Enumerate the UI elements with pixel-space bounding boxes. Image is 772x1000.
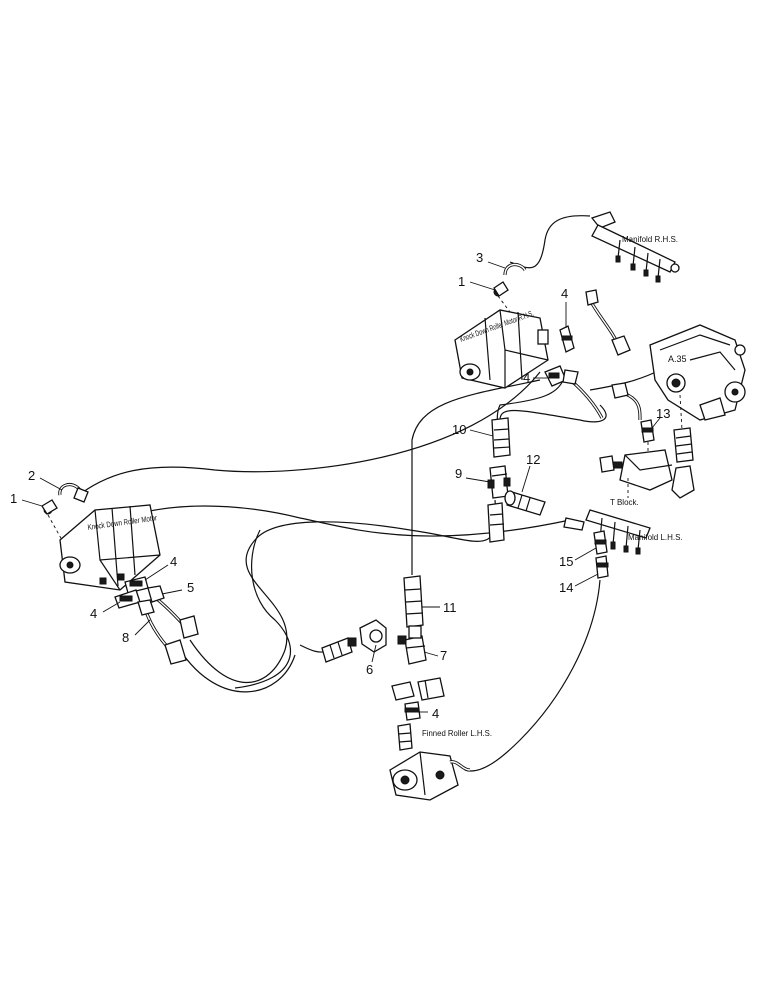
- callout-4-top: 4: [561, 286, 568, 301]
- manifold-rhs: [590, 211, 680, 283]
- callout-13: 13: [656, 406, 670, 421]
- fitting-under-9: [487, 502, 505, 543]
- pipe-14-to-finned: [464, 579, 601, 772]
- callout-2: 2: [28, 468, 35, 483]
- callout-7: 7: [440, 648, 447, 663]
- label-manifold-lhs: Manifold L.H.S.: [628, 533, 683, 542]
- manifold-rhs-body: [591, 224, 676, 273]
- pipe-hose-4-to-10: [499, 404, 607, 423]
- motor-rhs: [454, 309, 549, 389]
- fitting-2-1-left: [41, 482, 89, 541]
- t-block-body: [619, 449, 673, 491]
- callout-10: 10: [452, 422, 466, 437]
- callout-5: 5: [187, 580, 194, 595]
- callout-3: 3: [476, 250, 483, 265]
- label-manifold-rhs-line1: Manifold R.H.S.: [622, 235, 678, 244]
- callout-11: 11: [443, 600, 457, 615]
- motor-finned-roller: [389, 751, 471, 801]
- fittings-bottom: [391, 677, 445, 751]
- pipe-loop-center: [189, 499, 497, 683]
- callout-4-left-a: 4: [170, 554, 177, 569]
- callout-4-mid: 4: [523, 370, 530, 385]
- callout-4-left-b: 4: [90, 606, 97, 621]
- pump-a35: [649, 324, 746, 431]
- elbow-hose-13: [611, 382, 642, 421]
- fitting-11: [403, 575, 424, 628]
- pipe-to-manifold-rhs: [509, 215, 591, 269]
- label-finned-roller: Finned Roller L.H.S.: [422, 729, 492, 738]
- manifold-rhs-hose-end: [590, 211, 616, 229]
- fittings-left-cluster: [114, 576, 199, 665]
- fitting-4-mid: [544, 365, 604, 419]
- callout-numbers: 3 1 4 4 2 1 4 5 4 8 10 9 12 13 11 15 14 …: [10, 250, 670, 721]
- callout-1-top: 1: [458, 274, 465, 289]
- fittings-15-14: [593, 530, 609, 579]
- label-a35: A.35: [668, 354, 687, 364]
- callout-9: 9: [455, 466, 462, 481]
- callout-4-bottom: 4: [432, 706, 439, 721]
- hose-rhs-upper: [559, 289, 631, 356]
- callout-15: 15: [559, 554, 573, 569]
- pipe-vertical-11: [411, 379, 541, 575]
- pipe-left-motor-to-rhs: [74, 371, 541, 499]
- label-t-block: T Block.: [610, 498, 639, 507]
- callout-12: 12: [526, 452, 540, 467]
- fitting-10: [491, 417, 511, 458]
- fitting-12: [504, 490, 546, 516]
- fitting-3-1-top: [493, 263, 527, 313]
- fittings-6-7: [321, 619, 427, 665]
- fitting-9: [487, 465, 511, 499]
- pipe-loop-lower: [179, 649, 296, 693]
- manifold-lhs-body: [585, 509, 651, 539]
- pipe-s-bend: [234, 529, 291, 689]
- callout-14: 14: [559, 580, 573, 595]
- callout-8: 8: [122, 630, 129, 645]
- hose-lines: [74, 215, 661, 772]
- pump-body: [649, 324, 746, 421]
- callout-1-left: 1: [10, 491, 17, 506]
- pipe-lhs-to-manifold: [144, 505, 571, 537]
- fitting-13-tblock: [599, 419, 695, 499]
- motor-lhs: [59, 504, 161, 591]
- leader-lines: [21, 261, 661, 713]
- manifold-lhs: [563, 509, 651, 555]
- callout-6: 6: [366, 662, 373, 677]
